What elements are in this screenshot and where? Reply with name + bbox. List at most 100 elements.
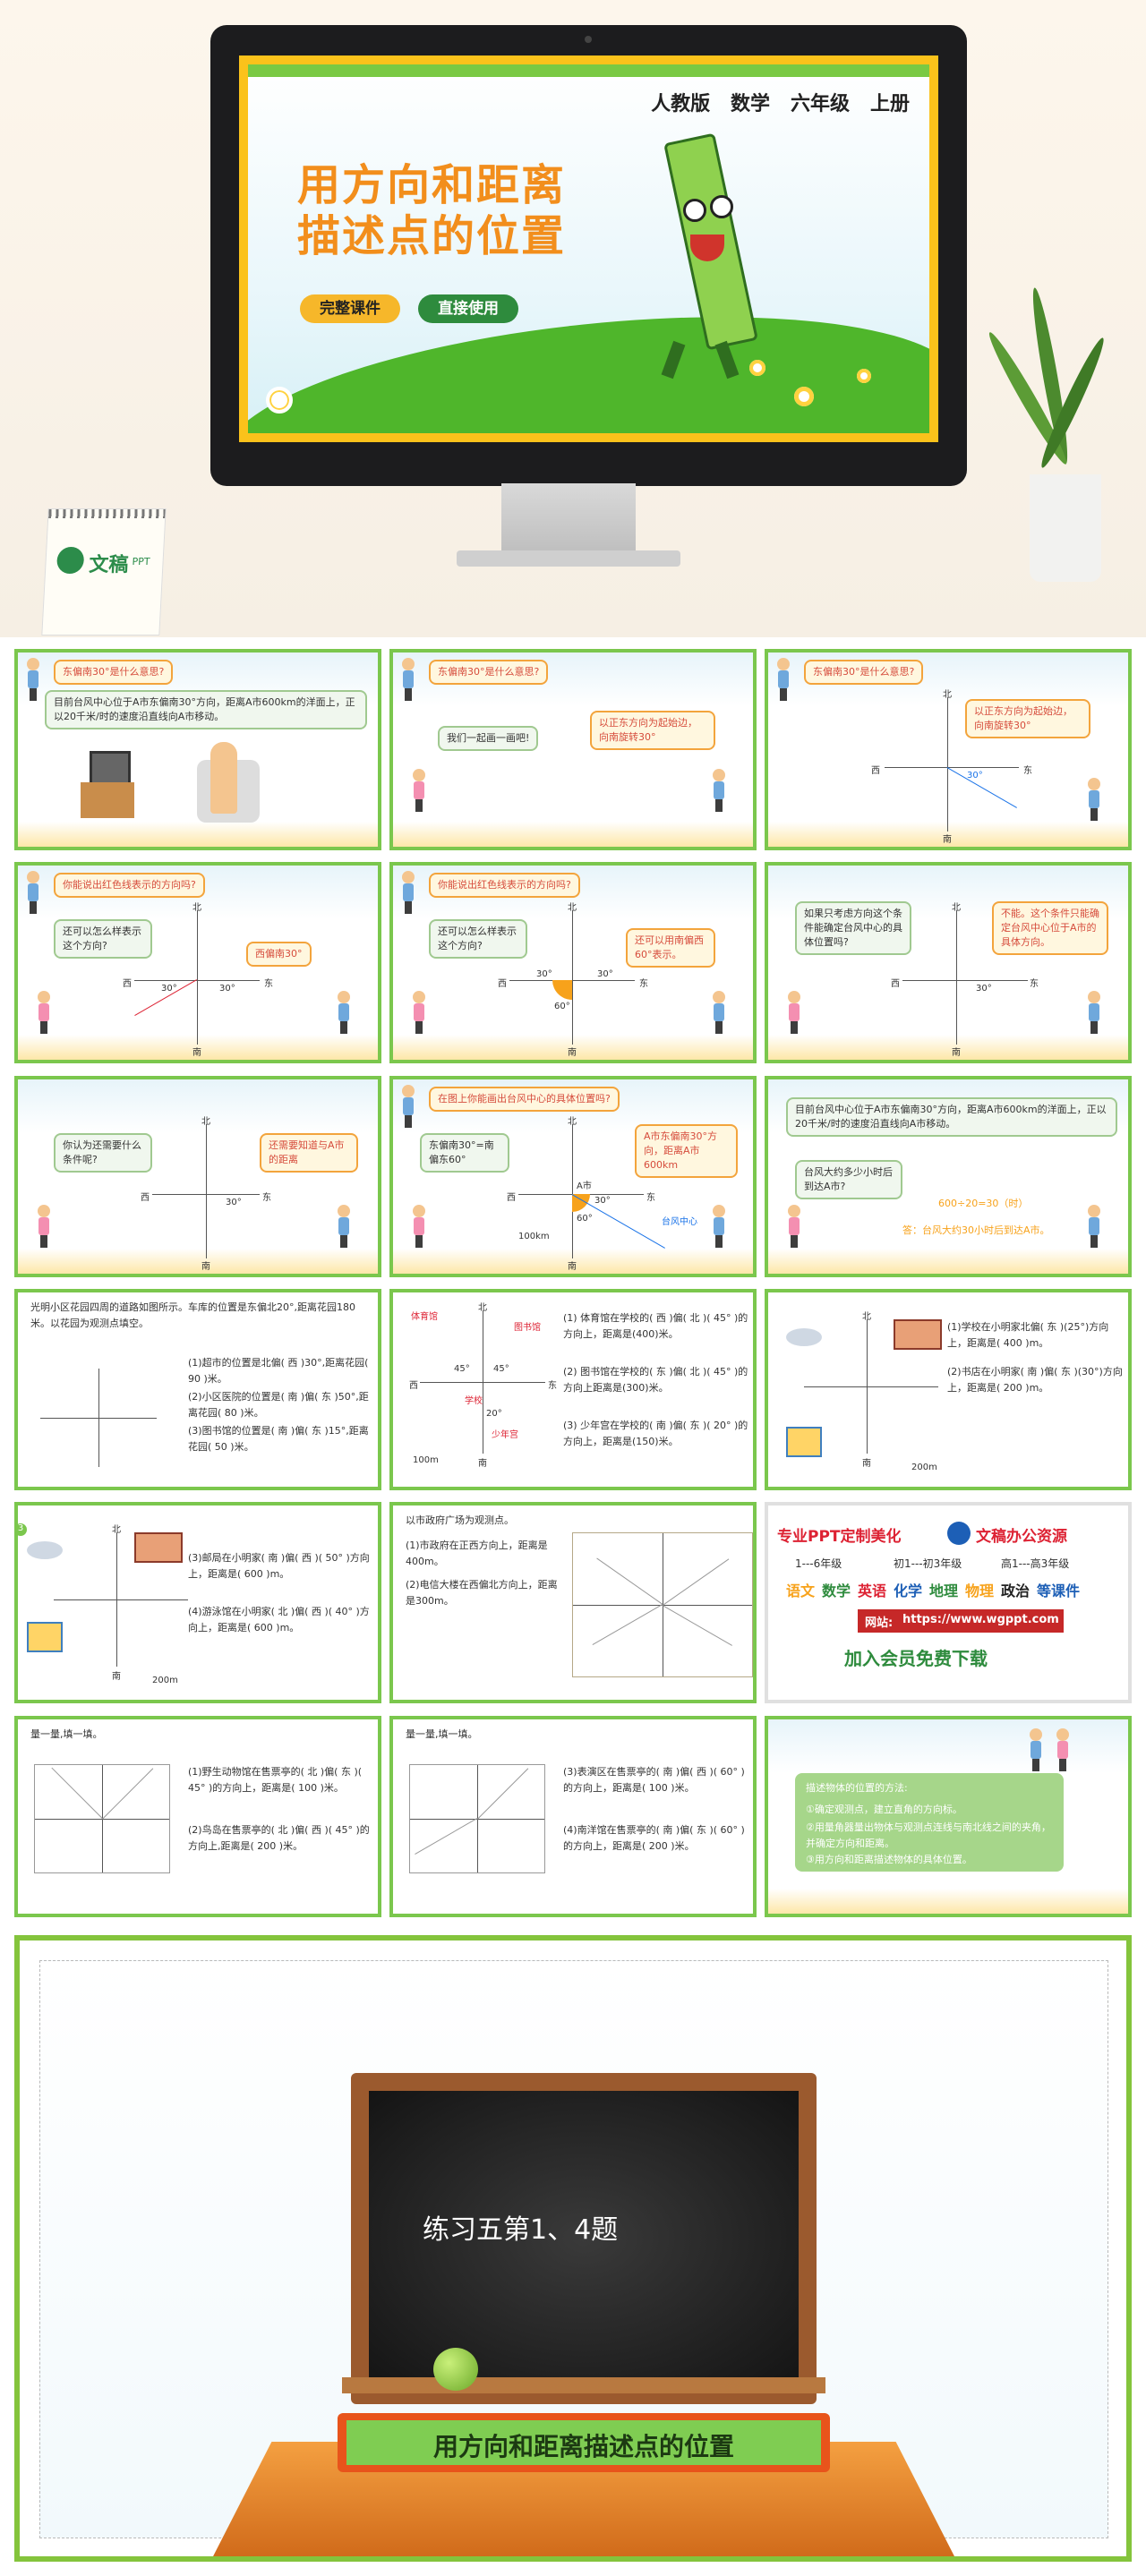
- problem-text: 目前台风中心位于A市东偏南30°方向，距离A市600km的洋面上，正以20千米/…: [786, 1097, 1117, 1137]
- slide-2[interactable]: 东偏南30°是什么意思? 我们一起画一画吧! 以正东方向为起始边，向南旋转30°: [389, 649, 757, 850]
- angle-label: 30°: [161, 984, 177, 994]
- north-south-axis: [572, 1124, 573, 1258]
- monitor-screen: 人教版 数学 六年级 上册 用方向和距离 描述点的位置 完整课件 直接使用: [239, 55, 938, 442]
- angle-label: 30°: [536, 969, 552, 979]
- subject-etc: 等课件: [1037, 1582, 1081, 1599]
- east-label: 东: [646, 1193, 655, 1203]
- slide-12[interactable]: 北 南 200m (1)学校在小明家北偏( 东 )(25°)方向上，距离是( 4…: [765, 1289, 1132, 1490]
- boy-icon: [711, 991, 727, 1034]
- slide-15-ad[interactable]: 专业PPT定制美化 文稿办公资源 1---6年级 初1---初3年级 高1---…: [765, 1502, 1132, 1703]
- slide-18[interactable]: 描述物体的位置的方法: ①确定观测点，建立直角的方向标。 ②用量角器量出物体与观…: [765, 1716, 1132, 1917]
- cover-title-line2: 描述点的位置: [297, 211, 567, 261]
- closing-slide[interactable]: 练习五第1、4题 用方向和距离描述点的位置: [14, 1935, 1132, 2562]
- east-west-axis: [804, 1386, 938, 1387]
- angle-label: 60°: [554, 1002, 570, 1011]
- east-label: 东: [264, 979, 273, 989]
- answer-bubble: 以正东方向为起始边，向南旋转30°: [965, 699, 1090, 738]
- north-label: 北: [201, 1117, 210, 1127]
- scale-label: 200m: [911, 1463, 937, 1472]
- slide-13[interactable]: 3 北 南 200m (3)邮局在小明家( 南 )偏( 西 )( 50° )方向…: [14, 1502, 381, 1703]
- ask-bubble: 台风大约多少小时后到达A市?: [795, 1160, 902, 1199]
- site-url-link[interactable]: https://www.wgppt.com: [902, 1613, 1059, 1626]
- ask-bubble: 如果只考虑方向这个条件能确定台风中心的具体位置吗?: [795, 901, 911, 955]
- monitor-stand: [501, 483, 636, 557]
- subject-chemistry: 化学: [894, 1582, 923, 1599]
- summary-point-2: ②用量角器量出物体与观测点连线与南北线之间的夹角，并确定方向和距离。: [806, 1821, 1051, 1849]
- grade-middle: 初1---初3年级: [894, 1557, 962, 1570]
- north-label: 北: [112, 1525, 121, 1535]
- boy-icon: [336, 991, 352, 1034]
- west-label: 西: [507, 1193, 516, 1203]
- flower-icon: [857, 369, 871, 383]
- south-label: 南: [478, 1459, 487, 1469]
- question-bubble: 你能说出红色线表示的方向吗?: [54, 873, 205, 898]
- subject-math: 数学: [822, 1582, 851, 1599]
- east-label: 东: [1023, 766, 1032, 776]
- cover-top-stripe: [248, 64, 929, 77]
- slide-8[interactable]: 在图上你能画出台风中心的具体位置吗? 东偏南30°=南偏东60° A市东偏南30…: [389, 1076, 757, 1277]
- answer-line-1: (3)邮局在小明家( 南 )偏( 西 )( 50° )方向上，距离是( 600 …: [188, 1552, 370, 1580]
- calendar-brand-ppt: PPT: [132, 556, 150, 567]
- grade-high: 高1---高3年级: [1001, 1557, 1070, 1570]
- west-label: 西: [498, 979, 507, 989]
- blackboard-text: 练习五第1、4题: [423, 2214, 619, 2246]
- boy-icon: [1028, 1728, 1044, 1771]
- problem-text: 光明小区花园四周的道路如图所示。车库的位置是东偏北20°,距离花园180米。以花…: [30, 1301, 355, 1329]
- zoo-map: [34, 1764, 170, 1873]
- subject-chinese: 语文: [786, 1582, 816, 1599]
- library-label: 图书馆: [514, 1323, 541, 1333]
- summary-point-3: ③用方向和距离描述物体的具体位置。: [806, 1854, 972, 1865]
- brand-logo-icon: [56, 547, 85, 574]
- boy-icon: [1086, 778, 1102, 821]
- south-label: 南: [943, 835, 952, 845]
- flower-icon: [749, 360, 765, 376]
- gym-label: 体育馆: [411, 1312, 438, 1322]
- slide-14[interactable]: 以市政府广场为观测点。 (1)市政府在正西方向上，距离是400m。 (2)电信大…: [389, 1502, 757, 1703]
- slide-4[interactable]: 你能说出红色线表示的方向吗? 还可以怎么样表示这个方向? 西偏南30° 北 东 …: [14, 862, 381, 1063]
- complete-courseware-pill[interactable]: 完整课件: [300, 294, 400, 323]
- scale-label: 100m: [413, 1455, 439, 1465]
- north-label: 北: [568, 903, 577, 913]
- cabinet: [81, 782, 134, 818]
- slide-1[interactable]: 东偏南30°是什么意思? 目前台风中心位于A市东偏南30°方向，距离A市600k…: [14, 649, 381, 850]
- slide-17[interactable]: 量一量,填一填。 (3)表演区在售票亭的( 南 )偏( 西 )( 60° )的方…: [389, 1716, 757, 1917]
- slide-6[interactable]: 如果只考虑方向这个条件能确定台风中心的具体位置吗? 不能。这个条件只能确定台风中…: [765, 862, 1132, 1063]
- subject-geography: 地理: [929, 1582, 959, 1599]
- west-label: 西: [891, 979, 900, 989]
- site-bar[interactable]: 网站: https://www.wgppt.com: [858, 1609, 1064, 1633]
- slide-11[interactable]: 北 西 东 南 体育馆 图书馆 学校 少年宫 45° 45° 20° 100m …: [389, 1289, 757, 1490]
- equivalence-bubble: 东偏南30°=南偏东60°: [420, 1133, 509, 1173]
- west-label: 西: [141, 1193, 150, 1203]
- slide-16[interactable]: 量一量,填一填。 (1)野生动物馆在售票亭的( 北 )偏( 东 )( 45° )…: [14, 1716, 381, 1917]
- monitor-stand-base: [457, 550, 680, 567]
- answer-line-3: (3)图书馆的位置是( 南 )偏( 东 )15°,距离花园( 50 )米。: [188, 1425, 369, 1453]
- summary-title: 描述物体的位置的方法:: [806, 1782, 908, 1794]
- slide-9[interactable]: 目前台风中心位于A市东偏南30°方向，距离A市600km的洋面上，正以20千米/…: [765, 1076, 1132, 1277]
- subject-politics: 政治: [1001, 1582, 1031, 1599]
- answer-line-3: (3)表演区在售票亭的( 南 )偏( 西 )( 60° )的方向上，距离是( 1…: [563, 1766, 745, 1794]
- answer-line-1: (1)野生动物馆在售票亭的( 北 )偏( 东 )( 45° )的方向上，距离是(…: [188, 1766, 363, 1794]
- question-number-badge: 3: [18, 1523, 27, 1536]
- ad-headline: 专业PPT定制美化: [777, 1528, 902, 1546]
- chalk-tray: [342, 2377, 825, 2393]
- ask-bubble: 你认为还需要什么条件呢?: [54, 1133, 152, 1173]
- slide-7[interactable]: 你认为还需要什么条件呢? 还需要知道与A市的距离 北 东 西 南 30°: [14, 1076, 381, 1277]
- answer-bubble: 不能。这个条件只能确定台风中心位于A市的具体方向。: [992, 901, 1108, 955]
- stadium-icon: [27, 1541, 63, 1559]
- zoo-map: [409, 1764, 545, 1873]
- flower-icon: [266, 387, 293, 414]
- direct-use-pill[interactable]: 直接使用: [418, 294, 518, 323]
- girl-icon: [786, 1205, 802, 1248]
- north-south-axis: [572, 910, 573, 1045]
- slide-5[interactable]: 你能说出红色线表示的方向吗? 还可以怎么样表示这个方向? 还可以用南偏西60°表…: [389, 862, 757, 1063]
- answer-line-4: (4)南洋馆在售票亭的( 南 )偏( 东 )( 60° )的方向上，距离是( 2…: [563, 1824, 745, 1852]
- slide-10[interactable]: 光明小区花园四周的道路如图所示。车库的位置是东偏北20°,距离花园180米。以花…: [14, 1289, 381, 1490]
- boy-icon: [711, 769, 727, 812]
- north-south-axis: [956, 910, 957, 1045]
- blackboard: 练习五第1、4题: [369, 2091, 799, 2386]
- slide-3[interactable]: 东偏南30°是什么意思? 以正东方向为起始边，向南旋转30° 北 东 西 南 3…: [765, 649, 1132, 850]
- boy-icon: [336, 1205, 352, 1248]
- blackboard-frame: 练习五第1、4题: [351, 2073, 817, 2404]
- north-label: 北: [943, 690, 952, 700]
- ad-cta[interactable]: 加入会员免费下载: [844, 1648, 988, 1669]
